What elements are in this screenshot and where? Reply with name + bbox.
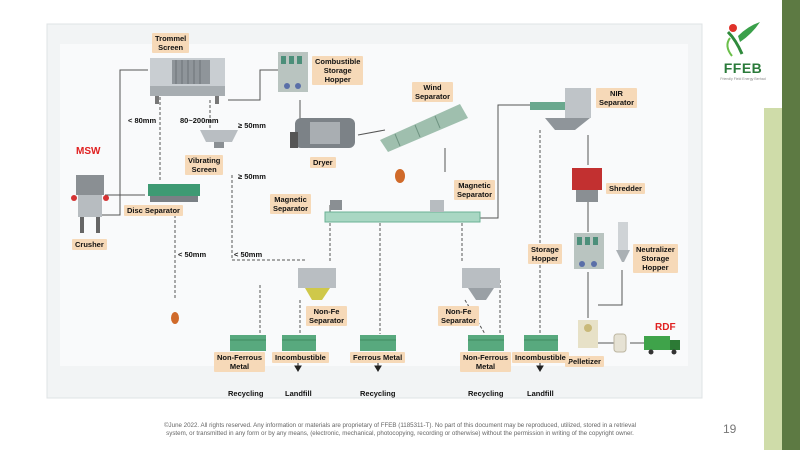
truck-icon	[644, 336, 680, 355]
shredder-label: Shredder	[606, 183, 645, 194]
size-label: < 50mm	[234, 250, 263, 259]
brand-name: FFEB	[723, 60, 763, 76]
copyright-line: ©June 2022. All rights reserved. Any inf…	[163, 422, 637, 429]
non-fe-separator-label: Non-Fe Separator	[306, 306, 348, 326]
size-label: < 50mm	[178, 250, 207, 259]
output-label: RDF	[655, 322, 676, 333]
non-fe-separator-label: Non-Fe Separator	[438, 306, 480, 326]
trommel-machine	[150, 58, 225, 104]
copyright-footer: ©June 2022. All rights reserved. Any inf…	[100, 422, 700, 438]
vibrating-screen-machine	[200, 130, 238, 148]
product-label: Non-Ferrous Metal	[214, 352, 265, 372]
neutralizer-hopper-label: Neutralizer Storage Hopper	[633, 244, 678, 273]
nir-separator-label: NIR Separator	[596, 88, 638, 108]
destination-label: Landfill	[527, 389, 554, 398]
combustible-hopper-label: Combustible Storage Hopper	[312, 56, 364, 85]
storage-hopper-label: Storage Hopper	[528, 244, 562, 264]
product-label: Incombustible	[512, 352, 569, 363]
brand-logo-icon	[726, 22, 760, 57]
size-label: 80~200mm	[180, 116, 219, 125]
brand-tagline: Friendly Field Energy Berhad	[720, 77, 766, 81]
neutralizer-hopper-machine	[616, 222, 630, 262]
product-bins	[230, 335, 558, 351]
dryer-machine	[290, 118, 355, 148]
magnetic-conveyor-machine	[324, 200, 481, 223]
destination-label: Recycling	[468, 389, 504, 398]
pelletizer-label: Pelletizer	[565, 356, 604, 367]
combustible-hopper-machine	[278, 52, 308, 92]
nir-separator-machine	[530, 88, 591, 130]
right-bar-outer	[782, 0, 800, 450]
vibrating-screen-label: Vibrating Screen	[185, 155, 224, 175]
wind-separator-machine	[380, 104, 468, 152]
right-bar-inner	[764, 108, 782, 450]
dryer-label: Dryer	[310, 157, 336, 168]
sample-marker-icon	[171, 312, 179, 324]
product-label: Incombustible	[272, 352, 329, 363]
page-number: 19	[723, 422, 737, 436]
size-label: ≥ 50mm	[238, 121, 266, 130]
destination-label: Recycling	[360, 389, 396, 398]
size-label: < 80mm	[128, 116, 157, 125]
disc-separator-label: Disc Separator	[124, 205, 183, 216]
crusher-machine	[71, 175, 109, 233]
product-label: Ferrous Metal	[350, 352, 406, 363]
disc-separator-machine	[148, 184, 200, 202]
storage-hopper-machine	[574, 233, 604, 269]
pelletizer-machine	[578, 320, 598, 348]
magnetic-separator-label: Magnetic Separator	[270, 194, 312, 214]
non-fe-separator-1-machine	[298, 268, 336, 300]
product-label: Non-Ferrous Metal	[460, 352, 511, 372]
trommel-screen-label: Trommel Screen	[152, 33, 190, 53]
crusher-label: Crusher	[72, 239, 107, 250]
rdf-bag-icon	[613, 333, 627, 353]
destination-label: Landfill	[285, 389, 312, 398]
sample-marker-icon	[395, 169, 405, 183]
input-label: MSW	[76, 146, 101, 157]
non-fe-separator-2-machine	[462, 268, 500, 300]
destination-label: Recycling	[228, 389, 264, 398]
magnetic-separator-label: Magnetic Separator	[454, 180, 496, 200]
wind-separator-label: Wind Separator	[412, 82, 454, 102]
size-label: ≥ 50mm	[238, 172, 266, 181]
copyright-line: system, or transmitted in any form or by…	[166, 430, 634, 437]
shredder-machine	[572, 168, 602, 202]
